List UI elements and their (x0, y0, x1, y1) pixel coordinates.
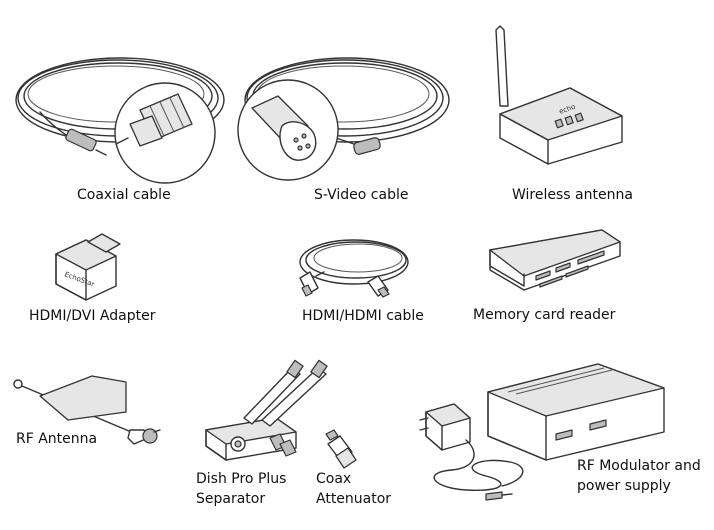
rf-modulator-icon (487, 363, 665, 461)
caption-wireless-antenna: Wireless antenna (512, 187, 633, 203)
memory-card-reader-icon (489, 229, 621, 291)
hdmi-cable-icon (299, 239, 409, 298)
caption-line: Dish Pro Plus (196, 471, 287, 487)
caption-hdmi-dvi-adapter: HDMI/DVI Adapter (29, 308, 156, 324)
caption-line: RF Modulator and (577, 458, 701, 474)
caption-line: power supply (577, 478, 671, 494)
hdmi-dvi-adapter-icon: EchoStar (55, 233, 121, 301)
caption-line: Separator (196, 491, 266, 507)
svideo-cable-icon (237, 57, 450, 181)
caption-memory-card-reader: Memory card reader (473, 307, 616, 323)
dish-pro-separator-icon (205, 359, 328, 461)
caption-hdmi-cable: HDMI/HDMI cable (302, 308, 424, 324)
caption-line: Attenuator (316, 491, 392, 507)
power-supply-icon (419, 403, 524, 501)
wireless-antenna-icon: echo (495, 25, 623, 165)
caption-rf-antenna: RF Antenna (16, 431, 98, 447)
rf-antenna-icon (13, 375, 161, 445)
caption-coaxial-cable: Coaxial cable (77, 187, 171, 203)
caption-line: Coax (316, 471, 352, 487)
coax-attenuator-icon (325, 429, 357, 469)
caption-svideo-cable: S-Video cable (314, 187, 409, 203)
coaxial-cable-icon (15, 57, 225, 184)
